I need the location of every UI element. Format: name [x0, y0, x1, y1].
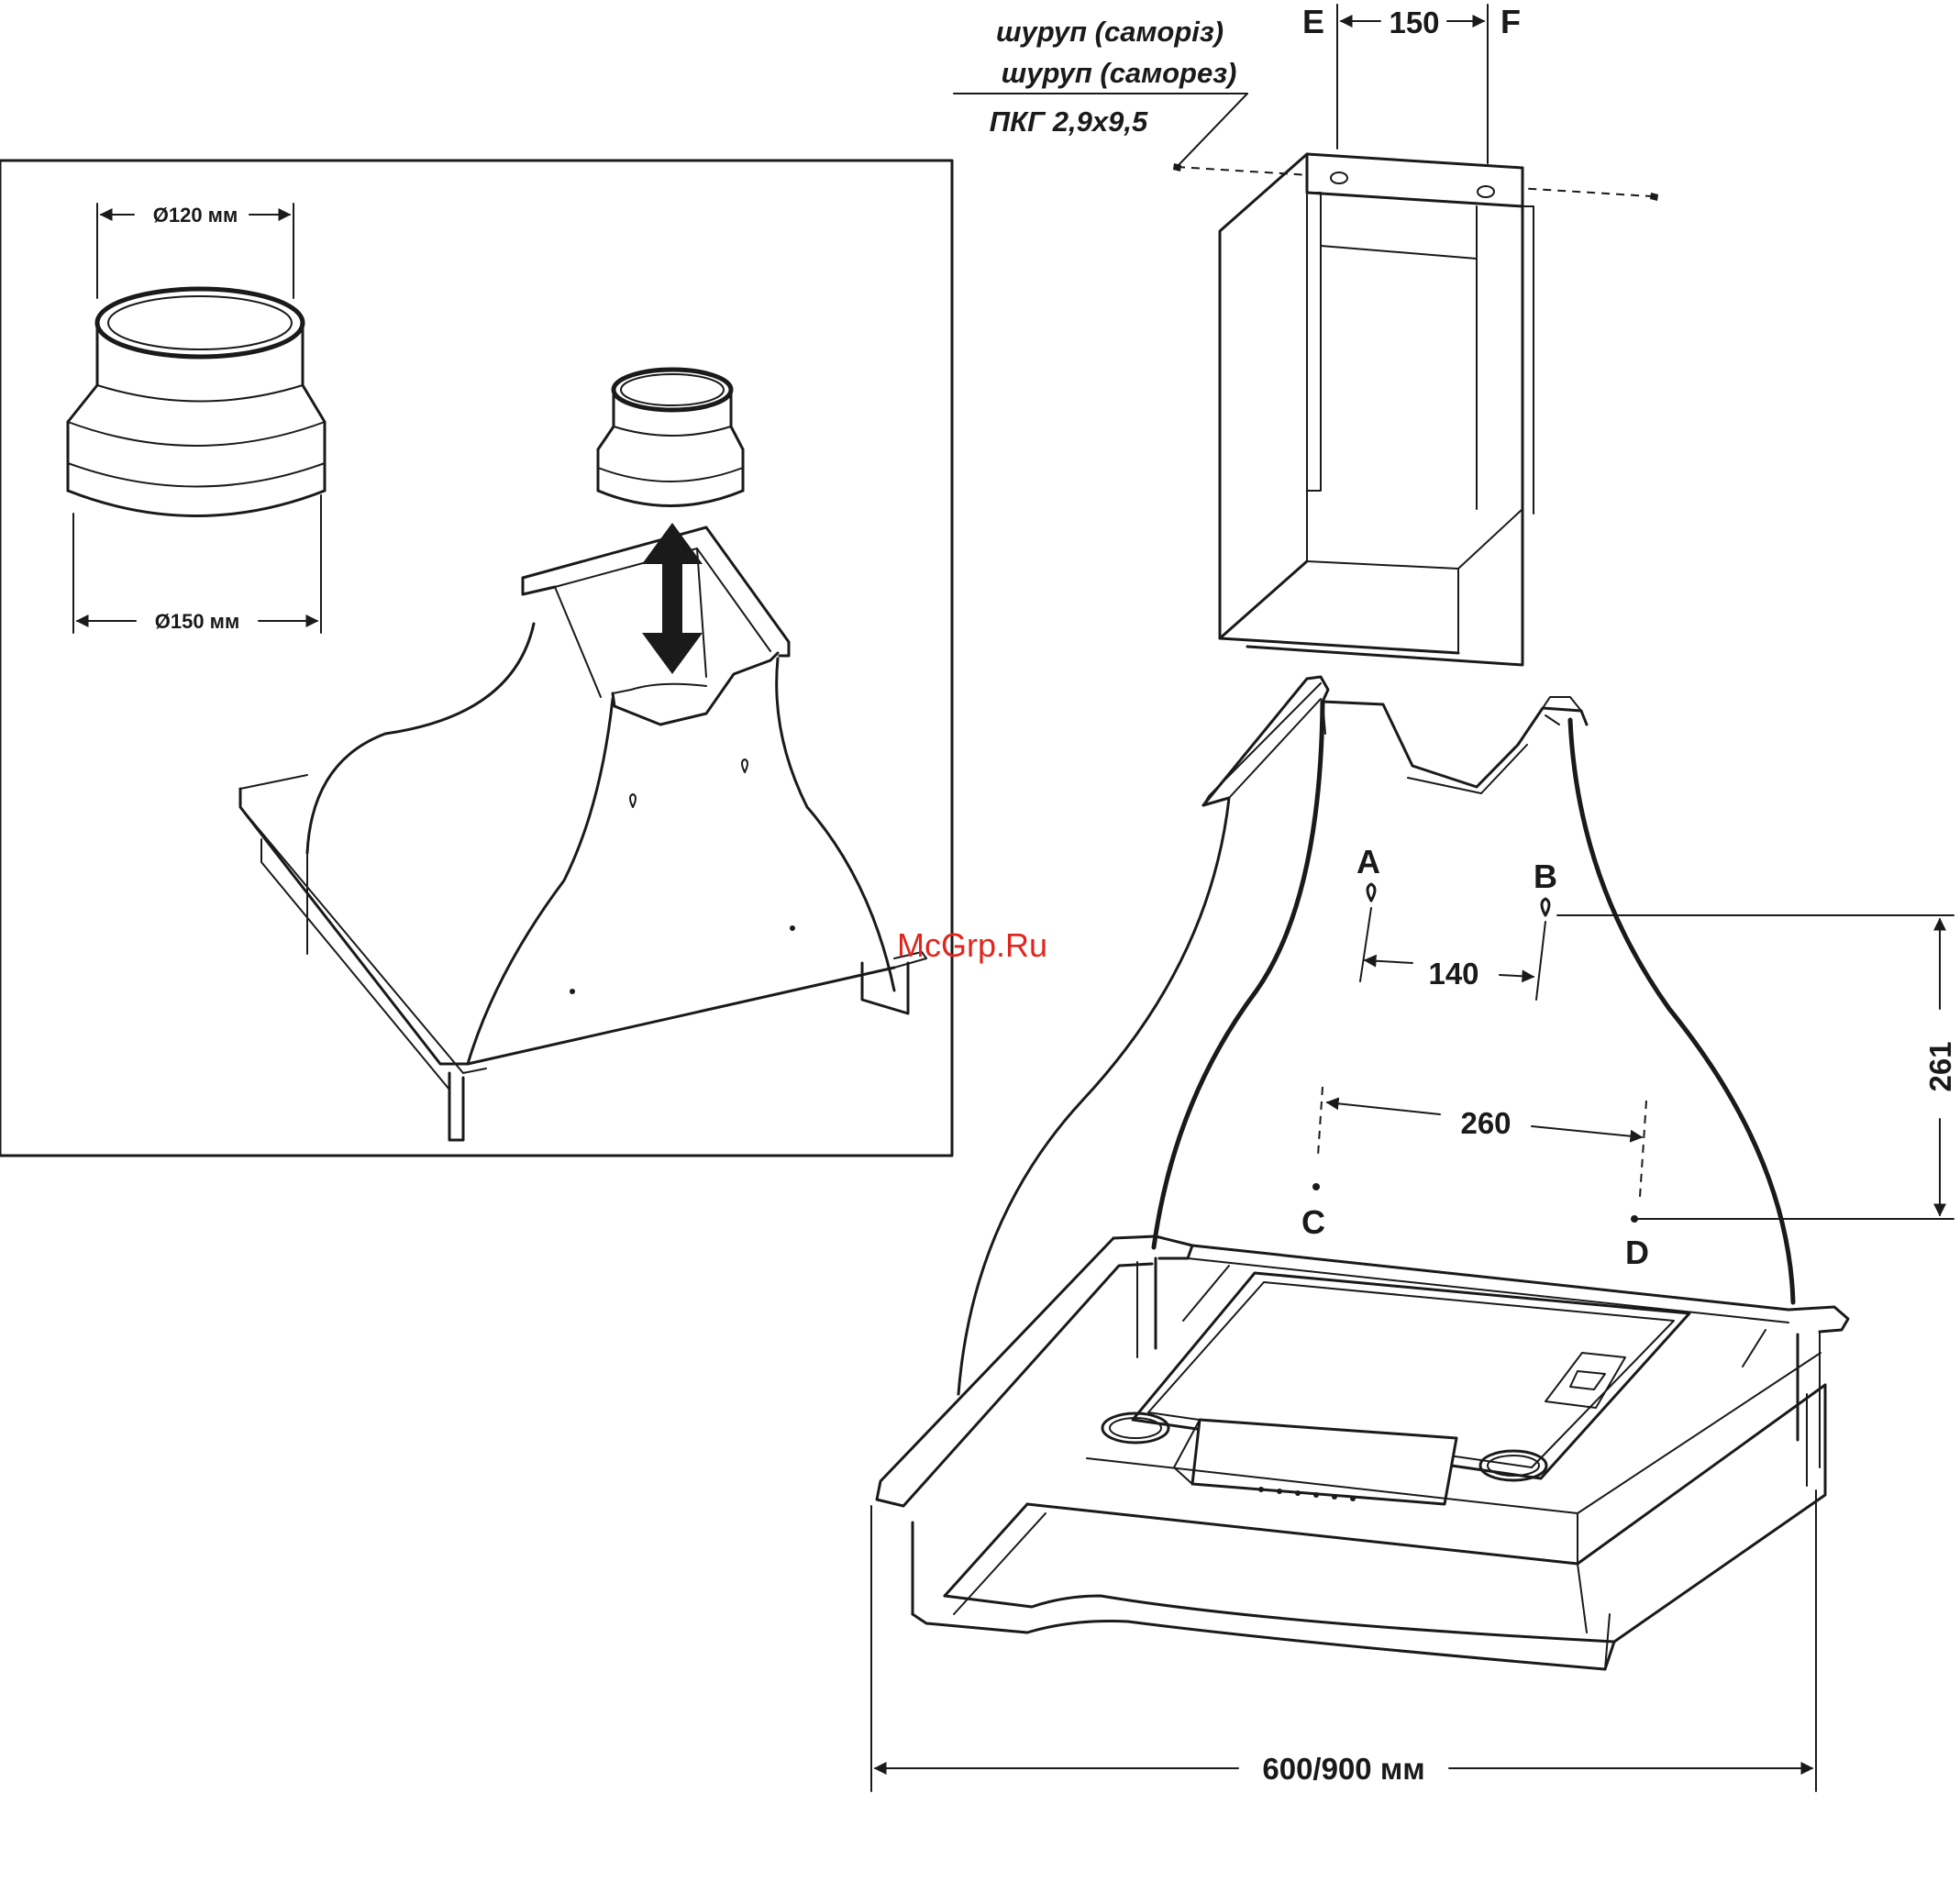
label-point-a: A	[1356, 843, 1380, 880]
label-point-b: B	[1534, 858, 1557, 895]
screw-icon-right	[1650, 193, 1658, 201]
reducer-adapter-large	[68, 289, 325, 516]
label-e: E	[1302, 3, 1324, 40]
dimension-ef: 150	[1389, 6, 1439, 39]
inset-hood-body	[240, 527, 926, 1140]
dimension-ab: 140	[1428, 957, 1478, 991]
watermark-text: McGrp.Ru	[897, 926, 1047, 964]
chimney-bracket: шуруп (саморіз) шуруп (саморез) ПКГ 2,9x…	[954, 3, 1658, 665]
inset-panel: Ø120 мм Ø150 мм	[0, 161, 952, 1156]
dimension-inner-diameter: Ø120 мм	[97, 204, 293, 298]
screw-label-spec: ПКГ 2,9x9,5	[990, 105, 1148, 138]
keyhole-icon-b	[1542, 899, 1549, 915]
label-outer-diameter: Ø150 мм	[155, 610, 239, 633]
label-point-d: D	[1625, 1234, 1649, 1271]
main-hood: A B 140 C D 260 261 600/900 мм	[871, 677, 1957, 1791]
label-inner-diameter: Ø120 мм	[153, 204, 238, 227]
reducer-adapter-small	[598, 370, 743, 506]
screw-label-uk: шуруп (саморіз)	[996, 16, 1224, 48]
keyhole-icon-a	[1368, 884, 1375, 901]
label-f: F	[1500, 3, 1521, 40]
dimension-width: 600/900 мм	[1262, 1752, 1424, 1786]
label-point-c: C	[1301, 1203, 1325, 1241]
insert-arrow-icon	[642, 523, 703, 674]
dimension-cd: 260	[1460, 1106, 1511, 1140]
dimension-vertical: 261	[1923, 1041, 1957, 1091]
screw-label-ru: шуруп (саморез)	[1002, 57, 1237, 89]
